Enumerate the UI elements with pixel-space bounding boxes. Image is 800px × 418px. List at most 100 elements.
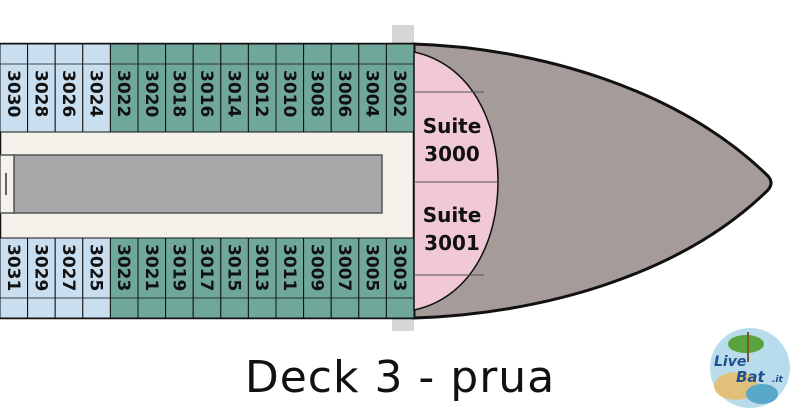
deck-title: Deck 3 - prua xyxy=(244,352,556,403)
logo-boat-text: Bat xyxy=(736,368,766,386)
cabin-number: 3007 xyxy=(334,244,354,291)
cabin-3017: 3017 xyxy=(192,237,222,319)
cabin-cell xyxy=(137,43,167,133)
cabin-number: 3023 xyxy=(113,244,133,291)
cabin-3025: 3025 xyxy=(82,237,111,319)
cabin-3015: 3015 xyxy=(220,237,249,319)
cabin-cell xyxy=(220,237,249,319)
cabin-number: 3026 xyxy=(58,70,78,117)
cabin-number: 3002 xyxy=(389,70,409,117)
cabin-number: 3031 xyxy=(3,244,23,291)
cabin-number: 3021 xyxy=(141,244,161,291)
cabin-cell xyxy=(54,43,84,133)
bow xyxy=(412,42,773,320)
cabin-cell xyxy=(220,43,249,133)
cabin-3003: 3003 xyxy=(385,237,415,319)
cabin-cell xyxy=(165,237,194,319)
cabin-3018: 3018 xyxy=(165,43,194,133)
cabin-number: 3004 xyxy=(362,70,382,117)
cabin-cell xyxy=(54,237,84,319)
cabin-cell xyxy=(385,237,415,319)
cabin-number: 3027 xyxy=(58,244,78,291)
cabin-cell xyxy=(247,237,277,319)
cabin-number: 3017 xyxy=(196,244,216,291)
cabin-3021: 3021 xyxy=(137,237,167,319)
cabin-number: 3029 xyxy=(30,244,50,291)
cabin-cell xyxy=(192,237,222,319)
cabin-cell xyxy=(330,237,360,319)
cabin-number: 3014 xyxy=(224,70,244,117)
cabin-cell xyxy=(247,43,277,133)
cabin-3011: 3011 xyxy=(275,237,305,319)
cabin-cell xyxy=(109,237,139,319)
corridor-core xyxy=(13,154,383,214)
cabin-cell xyxy=(27,237,56,319)
cabin-cell xyxy=(358,43,387,133)
cabin-3016: 3016 xyxy=(192,43,222,133)
cabins-top-row: 3030 3028 3026 3024 3022 3020 3018 3016 3014 3012… xyxy=(0,43,415,133)
cabin-cell xyxy=(165,43,194,133)
cabin-number: 3009 xyxy=(306,244,326,291)
cabin-3005: 3005 xyxy=(358,237,387,319)
cabin-3027: 3027 xyxy=(54,237,84,319)
cabin-cell xyxy=(330,43,360,133)
cabin-cell xyxy=(303,237,332,319)
cabin-cell xyxy=(82,237,111,319)
cabin-3022: 3022 xyxy=(109,43,139,133)
cabin-3030: 3030 xyxy=(0,43,29,133)
cabin-number: 3015 xyxy=(224,244,244,291)
cabin-cell xyxy=(303,43,332,133)
cabin-3028: 3028 xyxy=(27,43,56,133)
suite-3001-line2: 3001 xyxy=(424,231,480,255)
cabin-number: 3012 xyxy=(251,70,271,117)
cabin-3007: 3007 xyxy=(330,237,360,319)
cabin-3010: 3010 xyxy=(275,43,305,133)
cabin-3031: 3031 xyxy=(0,237,29,319)
cabin-3019: 3019 xyxy=(165,237,194,319)
cabin-3020: 3020 xyxy=(137,43,167,133)
cabin-3008: 3008 xyxy=(303,43,332,133)
cabin-cell xyxy=(109,43,139,133)
cabin-number: 3005 xyxy=(362,244,382,291)
cabin-3014: 3014 xyxy=(220,43,249,133)
cabin-number: 3008 xyxy=(306,70,326,117)
suite-3000-line1: Suite xyxy=(423,114,482,138)
cabin-number: 3011 xyxy=(279,244,299,291)
cabins-bottom-row: 3031 3029 3027 3025 3023 3021 3019 3017 3015 3013… xyxy=(0,237,415,319)
logo-tld-text: .it xyxy=(772,375,784,385)
cabin-number: 3022 xyxy=(113,70,133,117)
cabin-3009: 3009 xyxy=(303,237,332,319)
cabin-number: 3025 xyxy=(86,244,106,291)
cabin-3002: 3002 xyxy=(385,43,415,133)
cabin-number: 3018 xyxy=(168,70,188,117)
suite-3000-line2: 3000 xyxy=(424,142,480,166)
liveboat-logo: Live Bat .it xyxy=(710,328,790,408)
cabin-cell xyxy=(358,237,387,319)
cabin-3013: 3013 xyxy=(247,237,277,319)
cabin-cell xyxy=(385,43,415,133)
cabin-number: 3020 xyxy=(141,70,161,117)
cabin-3026: 3026 xyxy=(54,43,84,133)
cabin-cell xyxy=(137,237,167,319)
cabin-3004: 3004 xyxy=(358,43,387,133)
cabin-3012: 3012 xyxy=(247,43,277,133)
cabin-number: 3024 xyxy=(86,70,106,117)
cabin-3024: 3024 xyxy=(82,43,111,133)
cabin-3023: 3023 xyxy=(109,237,139,319)
cabin-number: 3028 xyxy=(30,70,50,117)
cabin-number: 3016 xyxy=(196,70,216,117)
cabin-number: 3006 xyxy=(334,70,354,117)
suite-3001-line1: Suite xyxy=(423,203,482,227)
suite-block xyxy=(413,51,499,311)
logo-live-text: Live xyxy=(714,354,746,370)
cabin-number: 3013 xyxy=(251,244,271,291)
cabin-number: 3003 xyxy=(389,244,409,291)
cabin-number: 3030 xyxy=(3,70,23,117)
left-stair-marker xyxy=(0,154,15,214)
cabin-number: 3019 xyxy=(168,244,188,291)
cabin-number: 3010 xyxy=(279,70,299,117)
cabin-3029: 3029 xyxy=(27,237,56,319)
cabin-3006: 3006 xyxy=(330,43,360,133)
cabin-cell xyxy=(275,43,305,133)
